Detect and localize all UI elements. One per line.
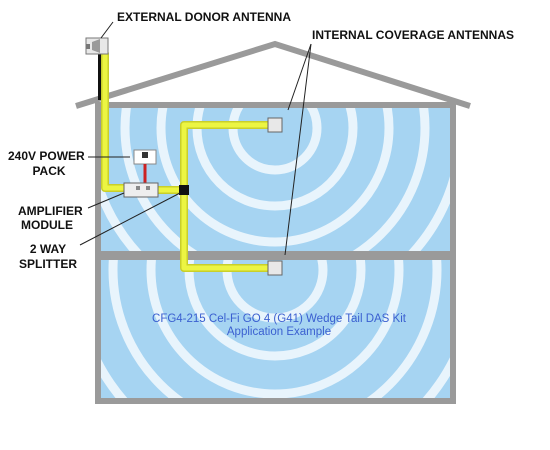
donor-antenna-icon: [85, 37, 109, 55]
roof: [75, 40, 471, 109]
label-power-pack-1: 240V POWER: [8, 149, 85, 163]
coverage-antenna-lower-icon: [267, 260, 283, 276]
leader-lines: [79, 21, 312, 256]
coverage-antenna-upper-icon: [267, 117, 283, 133]
label-donor-antenna: EXTERNAL DONOR ANTENNA: [117, 10, 291, 24]
power-pack-icon: [133, 149, 157, 184]
label-amplifier-2: MODULE: [21, 218, 73, 232]
label-coverage-antennas: INTERNAL COVERAGE ANTENNAS: [312, 28, 514, 42]
label-splitter-2: SPLITTER: [19, 257, 77, 271]
coax-cable: [101, 50, 274, 272]
label-splitter-1: 2 WAY: [30, 242, 66, 256]
splitter-icon: [179, 185, 189, 195]
label-power-pack-2: PACK: [32, 164, 65, 178]
caption-line-1: CFG4-215 Cel-Fi GO 4 (G41) Wedge Tail DA…: [152, 313, 407, 325]
label-amplifier-1: AMPLIFIER: [18, 204, 83, 218]
amplifier-module-icon: [123, 182, 159, 198]
caption-line-2: Application Example: [227, 326, 331, 338]
